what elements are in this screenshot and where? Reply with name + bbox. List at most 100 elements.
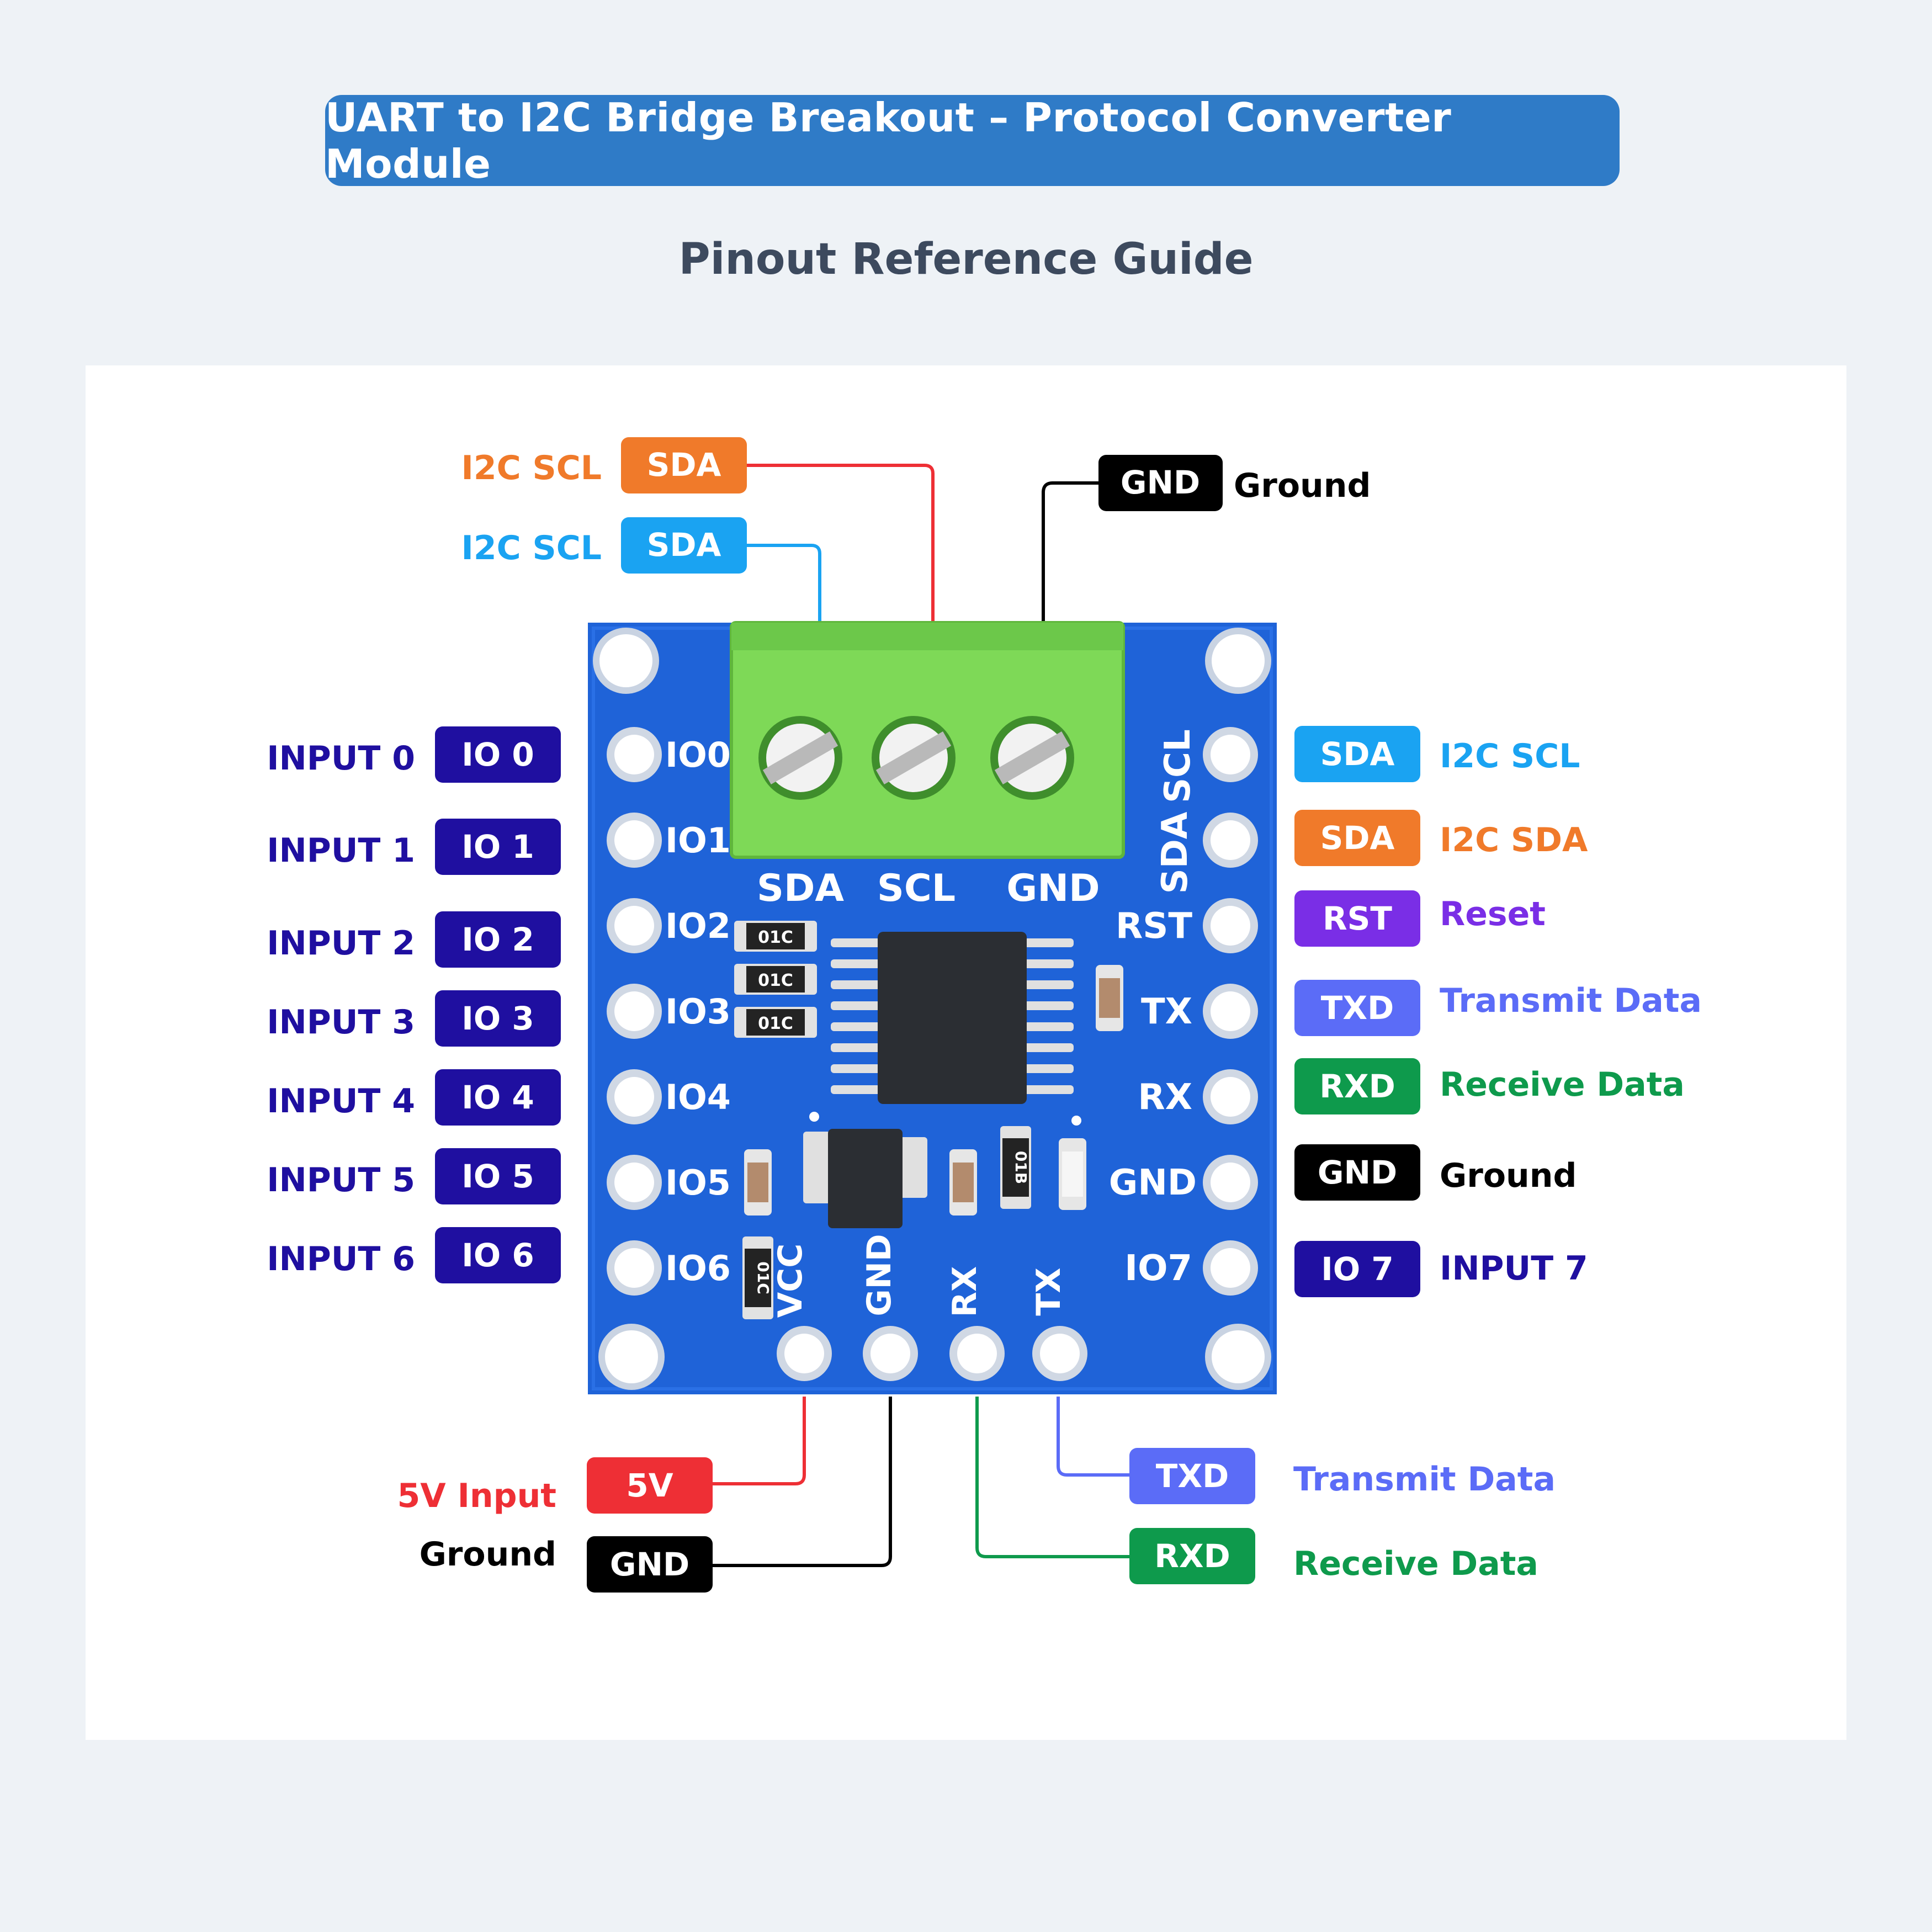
resistor-code: 01B [1012, 1151, 1030, 1184]
pad [607, 727, 662, 782]
pin-badge-text: GND [1121, 464, 1200, 501]
silk-scl: SCL [1158, 729, 1198, 803]
pin-label: INPUT 6 [267, 1240, 415, 1278]
pin-label: INPUT 5 [267, 1161, 415, 1199]
callout-right-rxd: RXD Receive Data [1294, 1058, 1685, 1114]
resistor-code: 01C [758, 971, 793, 990]
callout-top-sda-orange: I2C SCL SDA [461, 437, 747, 493]
mount-hole [1212, 634, 1265, 687]
page-title: UART to I2C Bridge Breakout – Protocol C… [325, 94, 1452, 187]
smd-capacitors [744, 965, 1123, 1216]
silk-bottom-rx: RX [946, 1266, 984, 1317]
pad [863, 1326, 918, 1381]
silk-vcc: VCC [771, 1244, 810, 1318]
callout-io5: INPUT 5 IO 5 [267, 1148, 561, 1204]
bottom-callouts: 5V Input 5V Ground GND TXD Transmit Data… [397, 1448, 1556, 1593]
pin-label: Ground [420, 1535, 556, 1574]
pin-badge-text: IO 5 [461, 1158, 534, 1195]
pad [1203, 813, 1258, 868]
leader-top-sda-blue [745, 544, 821, 625]
mounting-holes [593, 628, 1271, 1390]
silk-terminal-sda: SDA [757, 867, 844, 910]
pin-badge [1294, 1058, 1420, 1114]
pin-label: Transmit Data [1293, 1460, 1556, 1499]
callout-right-gnd: GND Ground [1294, 1144, 1577, 1201]
pin-badge [1129, 1528, 1255, 1584]
resistor-code: 01C [758, 928, 793, 947]
left-callouts: INPUT 0 IO 0 INPUT 1 IO 1 INPUT 2 IO 2 I… [267, 726, 561, 1283]
callout-right-sda: SDA I2C SDA [1294, 810, 1588, 866]
leader-bottom-5v [711, 1397, 806, 1485]
pad [607, 813, 662, 868]
callout-top-gnd: GND Ground [1098, 455, 1371, 511]
pin-label: Receive Data [1440, 1065, 1685, 1104]
pin-badge-text: TXD [1156, 1457, 1229, 1495]
silk-rx: RX [1138, 1077, 1192, 1118]
callout-right-rst: RST Reset [1294, 890, 1546, 947]
pin-label: INPUT 3 [267, 1003, 415, 1042]
pin-label: INPUT 7 [1440, 1249, 1588, 1288]
pin-badge-text: IO 4 [461, 1079, 534, 1116]
pin-label: INPUT 2 [267, 924, 415, 963]
pad [607, 1069, 662, 1124]
pin-badge [1294, 810, 1420, 866]
silk-tx: TX [1141, 991, 1192, 1032]
callout-right-scl: SDA I2C SCL [1294, 726, 1580, 782]
pad [1203, 1240, 1258, 1296]
pcb-board: 01C 01C 01C 01B 01C [588, 621, 1277, 1394]
smd-led [1059, 1138, 1086, 1210]
pin-badge-text: RXD [1154, 1537, 1230, 1575]
pin-badge [435, 911, 561, 968]
pin-badge [621, 517, 747, 574]
callout-bottom-txd: TXD Transmit Data [1129, 1448, 1556, 1504]
pin-badge [1294, 980, 1420, 1036]
silk-gnd: GND [1109, 1163, 1197, 1203]
callout-bottom-rxd: RXD Receive Data [1129, 1528, 1538, 1584]
pin-badge-text: GND [610, 1546, 689, 1583]
pin-badge-text: IO 3 [461, 1000, 534, 1037]
ic-right-leads [1024, 938, 1074, 1094]
resistor-code: 01C [758, 1014, 793, 1033]
pin-badge [587, 1457, 713, 1514]
pin-label: Transmit Data [1440, 981, 1702, 1020]
pad [607, 898, 662, 953]
pin-label: I2C SCL [461, 529, 602, 567]
leader-top-gnd [1042, 481, 1100, 625]
silk-bottom-tx: TX [1029, 1267, 1068, 1315]
pin-badge-text: IO 7 [1321, 1250, 1393, 1288]
pad [1032, 1326, 1087, 1381]
pin-badge-text: TXD [1321, 989, 1394, 1027]
smd-resistor: 01C [734, 1007, 817, 1038]
pin-label: Ground [1440, 1156, 1577, 1195]
leader-top-sda-orange [745, 464, 935, 625]
leader-bottom-rx [975, 1397, 1130, 1558]
pin-badge [1294, 1144, 1420, 1201]
screw-terminal [730, 621, 1125, 859]
right-callouts: SDA I2C SCL SDA I2C SDA RST Reset TXD Tr… [1294, 726, 1702, 1297]
silk-io2: IO2 [665, 906, 731, 946]
pin-badge [1129, 1448, 1255, 1504]
silk-terminal-gnd: GND [1006, 867, 1100, 910]
pin-badge [587, 1536, 713, 1593]
screw [758, 716, 842, 800]
screw [990, 716, 1074, 800]
pin-badge-text: RST [1323, 900, 1392, 937]
pin-label: I2C SDA [1440, 821, 1588, 859]
terminal-top-lip [731, 623, 1123, 650]
leader-bottom-tx [1057, 1397, 1130, 1477]
smd-capacitor [1096, 965, 1123, 1031]
regulator-body [828, 1129, 903, 1228]
resistor-code: 01C [754, 1261, 772, 1294]
voltage-regulator [803, 1129, 927, 1228]
bottom-pads [777, 1326, 1087, 1381]
pin-label: I2C SCL [1440, 737, 1580, 776]
pin-label: INPUT 1 [267, 831, 415, 870]
pin-badge-text: SDA [1320, 819, 1395, 857]
pin-badge-text: IO 1 [461, 828, 534, 866]
silk-terminal-scl: SCL [877, 867, 956, 910]
pad [607, 984, 662, 1039]
vias [809, 1112, 1081, 1126]
mount-hole [599, 634, 652, 687]
silk-io3: IO3 [665, 991, 731, 1032]
